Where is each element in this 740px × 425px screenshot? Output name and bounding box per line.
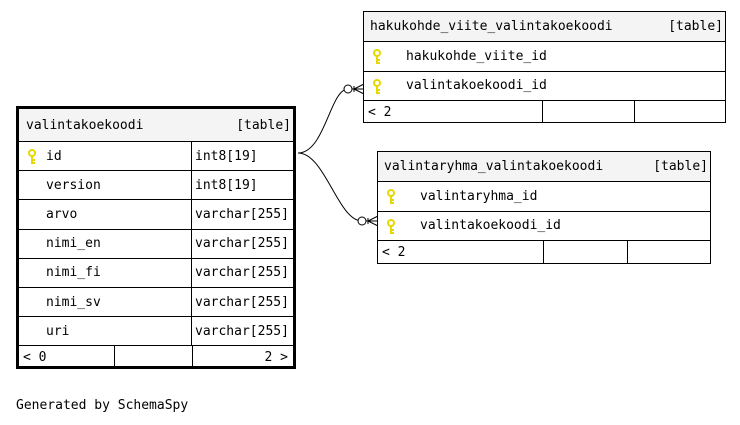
column-divider — [191, 317, 192, 346]
table-name: valintakoekoodi — [26, 117, 144, 133]
column-row[interactable]: arvo varchar[255] — [19, 199, 293, 229]
column-row[interactable]: valintaryhma_id — [378, 181, 710, 211]
column-name: nimi_fi — [46, 265, 101, 281]
column-row[interactable]: id int8[19] — [19, 141, 293, 171]
footer-divider — [542, 101, 543, 123]
column-row[interactable]: version int8[19] — [19, 170, 293, 200]
crowfoot-circle-valintaryhma — [357, 216, 367, 226]
table-name: hakukohde_viite_valintakoekoodi — [370, 19, 613, 34]
column-row[interactable]: uri varchar[255] — [19, 316, 293, 346]
footer-children: 2 > — [264, 350, 288, 365]
footer-parents: < 2 — [382, 244, 406, 260]
primary-key-icon — [373, 49, 381, 64]
column-divider — [191, 142, 192, 171]
table-valintaryhma-valintakoekoodi[interactable]: valintaryhma_valintakoekoodi [table] val… — [377, 151, 711, 264]
column-divider — [191, 258, 192, 287]
column-row[interactable]: nimi_en varchar[255] — [19, 228, 293, 258]
column-row[interactable]: nimi_fi varchar[255] — [19, 257, 293, 287]
column-divider — [191, 200, 192, 229]
table-kind: [table] — [236, 117, 291, 133]
footer-divider — [192, 346, 193, 369]
footer-divider — [543, 241, 544, 263]
footer-divider — [114, 346, 115, 369]
table-header: valintaryhma_valintakoekoodi [table] — [378, 152, 710, 181]
table-hakukohde-viite-valintakoekoodi[interactable]: hakukohde_viite_valintakoekoodi [table] … — [363, 11, 726, 123]
primary-key-icon — [387, 218, 395, 234]
column-type: varchar[255] — [195, 294, 289, 310]
footer-divider — [627, 241, 628, 263]
crowfoot-valintaryhma — [366, 215, 379, 227]
footer-parents: < 0 — [23, 350, 47, 365]
column-type: varchar[255] — [195, 206, 289, 222]
column-row[interactable]: valintakoekoodi_id — [364, 70, 725, 101]
footer-parents: < 2 — [368, 104, 392, 120]
column-name: version — [46, 177, 101, 193]
column-type: varchar[255] — [195, 236, 289, 252]
table-name: valintaryhma_valintakoekoodi — [384, 159, 604, 174]
column-divider — [191, 229, 192, 258]
column-divider — [191, 171, 192, 200]
column-row[interactable]: valintakoekoodi_id — [378, 210, 710, 241]
table-header: hakukohde_viite_valintakoekoodi [table] — [364, 12, 725, 41]
primary-key-icon — [373, 78, 381, 94]
column-name: valintakoekoodi_id — [406, 78, 547, 94]
column-type: varchar[255] — [195, 265, 289, 281]
column-row[interactable]: hakukohde_viite_id — [364, 41, 725, 71]
column-name: nimi_sv — [46, 294, 101, 310]
column-divider — [191, 288, 192, 317]
table-footer: < 2 — [378, 240, 710, 263]
table-footer: < 2 — [364, 100, 725, 123]
primary-key-icon — [28, 149, 36, 164]
column-name: nimi_en — [46, 236, 101, 252]
column-name: arvo — [46, 206, 78, 222]
crowfoot-hakukohde — [352, 83, 365, 95]
column-type: int8[19] — [195, 148, 258, 164]
table-footer: < 0 2 > — [19, 345, 293, 369]
column-name: valintaryhma_id — [420, 188, 538, 204]
column-name: uri — [46, 323, 70, 339]
column-type: varchar[255] — [195, 323, 289, 339]
table-kind: [table] — [668, 19, 723, 34]
column-name: valintakoekoodi_id — [420, 218, 561, 234]
column-type: int8[19] — [195, 177, 258, 193]
generated-by-text: Generated by SchemaSpy — [16, 398, 189, 413]
column-row[interactable]: nimi_sv varchar[255] — [19, 287, 293, 317]
footer-divider — [634, 101, 635, 123]
table-header: valintakoekoodi [table] — [19, 109, 293, 141]
column-name: hakukohde_viite_id — [406, 48, 547, 64]
relation-valintakoekoodi-to-hakukohde — [297, 88, 364, 154]
table-kind: [table] — [653, 159, 708, 174]
primary-key-icon — [387, 189, 395, 204]
column-name: id — [46, 148, 62, 164]
relation-valintakoekoodi-to-valintaryhma — [297, 152, 378, 222]
crowfoot-circle-hakukohde — [343, 84, 353, 94]
